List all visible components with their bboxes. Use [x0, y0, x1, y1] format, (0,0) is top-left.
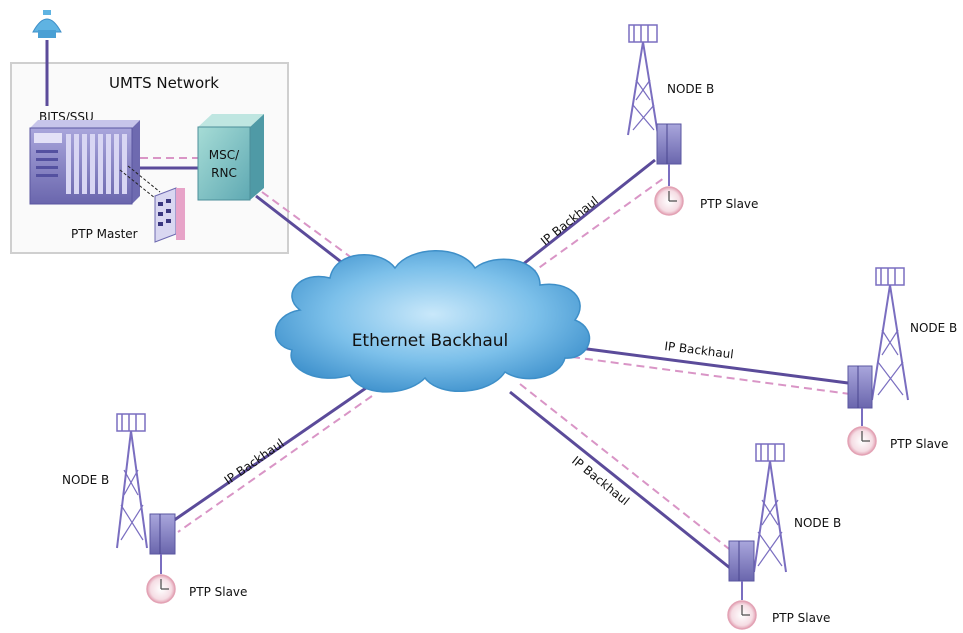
node-b-site-4: NODE B PTP Slave: [727, 443, 841, 630]
umts-network-title: UMTS Network: [109, 74, 219, 92]
backhaul-link-3: IP Backhaul: [169, 386, 373, 533]
ethernet-backhaul-label: Ethernet Backhaul: [352, 331, 509, 351]
msc-rnc-node: MSC/ RNC: [197, 114, 264, 201]
cell-tower-icon: [753, 443, 787, 573]
node-b-4-name: NODE B: [794, 516, 841, 530]
server-rack-icon: [656, 123, 682, 165]
ethernet-backhaul-cloud: Ethernet Backhaul: [275, 250, 591, 393]
clock-icon: [654, 186, 684, 216]
clock-icon: [146, 574, 176, 604]
backhaul-link-2: IP Backhaul: [571, 339, 851, 395]
server-rack-icon: [728, 540, 755, 582]
clock-icon: [727, 600, 757, 630]
node-b-3-name: NODE B: [62, 473, 109, 487]
cell-tower-icon: [627, 24, 659, 136]
server-rack-icon: [149, 513, 176, 555]
node-b-1-slave: PTP Slave: [700, 197, 758, 211]
server-rack-icon: [847, 365, 873, 409]
node-b-site-3: NODE B PTP Slave: [62, 413, 247, 604]
msc-rnc-label-line1: MSC/: [209, 148, 240, 162]
node-b-site-1: NODE B PTP Slave: [627, 24, 758, 216]
gps-antenna-icon: [32, 10, 62, 106]
ptp-master-label: PTP Master: [71, 227, 138, 241]
node-b-2-slave: PTP Slave: [890, 437, 948, 451]
backhaul-link-1-label: IP Backhaul: [538, 194, 601, 249]
ptp-master-card-icon: [119, 165, 185, 243]
cell-tower-icon: [116, 413, 148, 549]
node-b-1-name: NODE B: [667, 82, 714, 96]
cell-tower-icon: [871, 267, 909, 401]
backhaul-link-2-label: IP Backhaul: [664, 339, 735, 361]
node-b-site-2: NODE B PTP Slave: [847, 267, 957, 456]
node-b-2-name: NODE B: [910, 321, 957, 335]
backhaul-link-4: IP Backhaul: [509, 383, 739, 570]
node-b-4-slave: PTP Slave: [772, 611, 830, 625]
msc-rnc-label-line2: RNC: [211, 166, 237, 180]
node-b-3-slave: PTP Slave: [189, 585, 247, 599]
clock-icon: [847, 426, 877, 456]
bits-ssu-rack-icon: [29, 120, 140, 205]
